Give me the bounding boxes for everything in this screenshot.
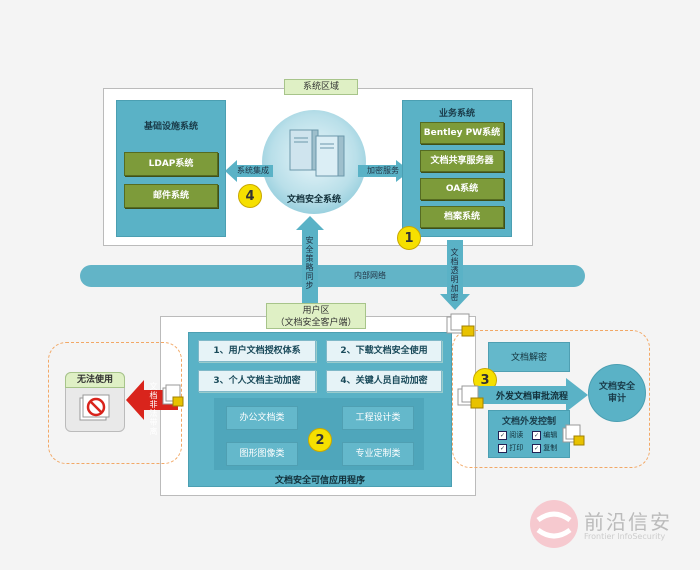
policy-sync-label: 安全策略同步: [305, 236, 314, 290]
watermark-name: 前沿信安: [584, 510, 672, 534]
feature-key-person-encrypt: 4、关键人员自动加密: [326, 370, 442, 392]
right-document-icon: [457, 385, 484, 409]
option-read: ✓ 阅读: [498, 430, 523, 440]
option-print-label: 打印: [509, 444, 524, 452]
badge-4: 4: [238, 184, 262, 208]
encrypt-service-arrow: [358, 160, 410, 182]
integration-label: 系统集成: [237, 166, 269, 175]
outgoing-doc-icon: [562, 424, 585, 446]
approval-flow-label: 外发文档审批流程: [495, 392, 568, 402]
server-icon: [289, 129, 345, 177]
audit-label-line2: 审计: [607, 394, 626, 404]
checkbox-icon: ✓: [498, 444, 507, 453]
right-dashed-zone: [452, 330, 650, 468]
left-document-icon: [162, 384, 184, 407]
feature-user-authorization: 1、用户文档授权体系: [198, 340, 316, 362]
ldap-system-box: LDAP系统: [124, 152, 218, 176]
oa-system-box: OA系统: [420, 178, 504, 200]
audit-circle: [588, 364, 646, 422]
checkbox-icon: ✓: [532, 444, 541, 453]
option-copy: ✓ 复制: [532, 443, 557, 453]
transparent-encrypt-label: 文档透明加密: [450, 248, 459, 302]
checkbox-icon: ✓: [532, 431, 541, 440]
approval-flow-arrow: [478, 378, 588, 412]
logo-icon: [530, 500, 578, 548]
integration-arrow: [225, 160, 273, 182]
option-edit-label: 编辑: [543, 431, 558, 439]
category-office-docs: 办公文档类: [226, 406, 298, 430]
option-edit: ✓ 编辑: [532, 430, 557, 440]
archive-system-box: 档案系统: [420, 206, 504, 228]
transparent-doc-icon: [446, 313, 475, 337]
doc-security-system-label: 文档安全系统: [286, 195, 341, 205]
audit-label: 文档安全 审计: [588, 381, 646, 405]
option-read-label: 阅读: [509, 431, 524, 439]
feature-download-secure: 2、下载文档安全使用: [326, 340, 442, 362]
system-zone-label: 系统区域: [284, 79, 358, 95]
badge-2: 2: [308, 428, 332, 452]
infra-title: 基础设施系统: [143, 122, 198, 132]
audit-label-line1: 文档安全: [598, 382, 635, 392]
badge-1: 1: [397, 226, 421, 250]
option-print: ✓ 打印: [498, 443, 523, 453]
option-copy-label: 复制: [543, 444, 558, 452]
cannot-use-label: 无法使用: [65, 372, 125, 388]
category-custom-professional: 专业定制类: [342, 442, 414, 466]
encrypt-service-label: 加密服务: [367, 166, 399, 175]
policy-sync-arrow: [296, 216, 324, 308]
mail-system-box: 邮件系统: [124, 184, 218, 208]
watermark-subtitle: Frontier InfoSecurity: [584, 532, 666, 541]
doc-decrypt-box: 文档解密: [488, 342, 570, 372]
user-zone-label-line1: 用户区: [302, 306, 330, 316]
user-zone-label-line2: （文档安全客户端）: [275, 318, 357, 328]
internal-network-bar: [80, 265, 585, 287]
outgoing-control-title: 文档外发控制: [501, 417, 556, 427]
category-graphics-images: 图形图像类: [226, 442, 298, 466]
transparent-encrypt-arrow: [440, 240, 470, 310]
trusted-app-footer: 文档安全可信应用程序: [274, 476, 365, 486]
feature-personal-encrypt: 3、个人文档主动加密: [198, 370, 316, 392]
checkbox-icon: ✓: [498, 431, 507, 440]
business-title: 业务系统: [438, 109, 475, 119]
forbidden-document-icon: [79, 394, 110, 421]
category-engineering-design: 工程设计类: [342, 406, 414, 430]
doc-share-server-box: 文档共享服务器: [420, 150, 504, 172]
internal-network-label: 内部网络: [354, 271, 386, 280]
illegal-removal-label: 文档非法带离: [149, 382, 158, 436]
user-zone-label: 用户区 （文档安全客户端）: [266, 303, 366, 329]
bentley-pw-box: Bentley PW系统: [420, 122, 504, 144]
